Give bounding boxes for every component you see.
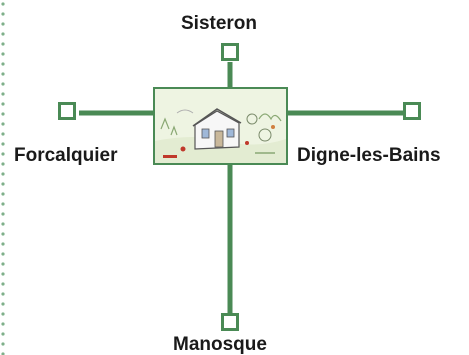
border-dot: [1, 92, 5, 96]
border-dot: [1, 352, 5, 355]
border-dot: [1, 42, 5, 46]
border-dot: [1, 292, 5, 296]
border-dot: [1, 342, 5, 346]
central-illustration[interactable]: [153, 87, 288, 165]
town-label-manosque[interactable]: Manosque: [173, 334, 267, 355]
border-dot: [1, 52, 5, 56]
dotted-border: [1, 2, 5, 355]
town-label-forcalquier[interactable]: Forcalquier: [14, 145, 118, 166]
border-dot: [1, 262, 5, 266]
border-dot: [1, 272, 5, 276]
border-dot: [1, 102, 5, 106]
node-east[interactable]: [403, 102, 421, 120]
border-dot: [1, 12, 5, 16]
border-dot: [1, 322, 5, 326]
border-dot: [1, 332, 5, 336]
border-dot: [1, 172, 5, 176]
border-dot: [1, 122, 5, 126]
border-dot: [1, 202, 5, 206]
border-dot: [1, 182, 5, 186]
border-dot: [1, 312, 5, 316]
border-dot: [1, 252, 5, 256]
border-dot: [1, 82, 5, 86]
town-label-digne-les-bains[interactable]: Digne-les-Bains: [297, 145, 441, 166]
border-dot: [1, 72, 5, 76]
border-dot: [1, 162, 5, 166]
border-dot: [1, 152, 5, 156]
town-label-sisteron[interactable]: Sisteron: [181, 13, 258, 34]
node-south[interactable]: [221, 313, 239, 331]
border-dot: [1, 302, 5, 306]
border-dot: [1, 2, 5, 6]
border-dot: [1, 242, 5, 246]
border-dot: [1, 112, 5, 116]
border-dot: [1, 32, 5, 36]
house-illustration-icon: [155, 89, 286, 163]
border-dot: [1, 132, 5, 136]
border-dot: [1, 282, 5, 286]
node-north[interactable]: [221, 43, 239, 61]
border-dot: [1, 212, 5, 216]
node-west[interactable]: [58, 102, 76, 120]
border-dot: [1, 232, 5, 236]
border-dot: [1, 142, 5, 146]
border-dot: [1, 22, 5, 26]
border-dot: [1, 222, 5, 226]
border-dot: [1, 62, 5, 66]
border-dot: [1, 192, 5, 196]
